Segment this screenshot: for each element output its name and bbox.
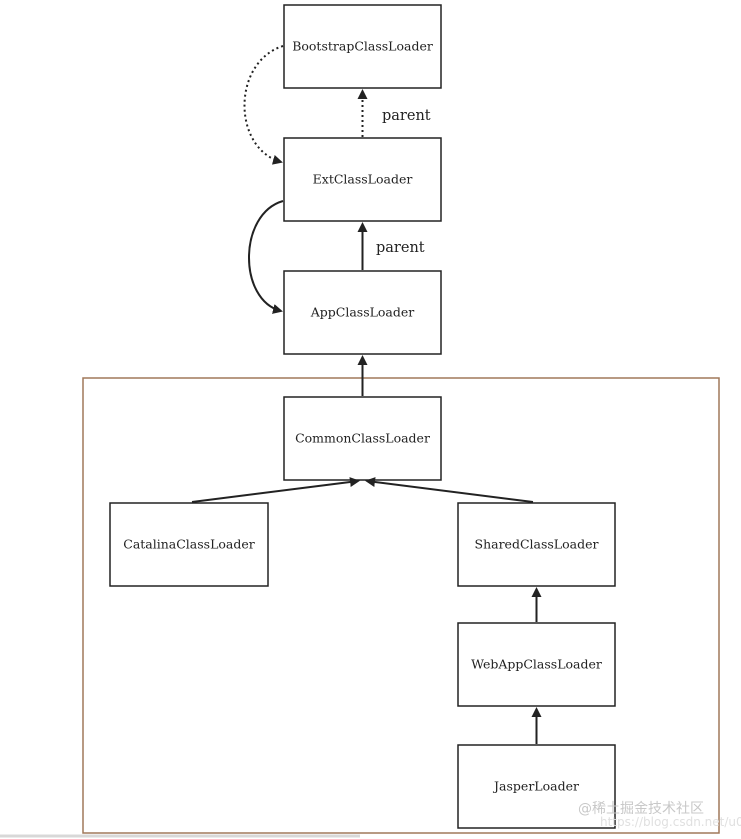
- node-bootstrap[interactable]: BootstrapClassLoader: [283, 4, 442, 89]
- node-catalina[interactable]: CatalinaClassLoader: [109, 502, 269, 587]
- node-app-label: AppClassLoader: [310, 305, 415, 320]
- edge-bootstrap-curve: [243, 45, 284, 165]
- node-webapp-label: WebAppClassLoader: [471, 657, 602, 672]
- edge-ext-to-bootstrap-label: parent: [382, 108, 431, 124]
- watermark-underlay: https://blog.csdn.net/u010036: [600, 815, 741, 829]
- node-jasper[interactable]: JasperLoader: [457, 744, 616, 829]
- tomcat-container-frame: [82, 377, 720, 834]
- node-shared[interactable]: SharedClassLoader: [457, 502, 616, 587]
- node-app[interactable]: AppClassLoader: [283, 270, 442, 355]
- edge-app-to-ext-label: parent: [376, 240, 425, 256]
- node-common-label: CommonClassLoader: [295, 431, 430, 446]
- edge-catalina-to-common: [191, 477, 360, 503]
- node-common[interactable]: CommonClassLoader: [283, 396, 442, 481]
- node-shared-label: SharedClassLoader: [475, 537, 599, 552]
- node-jasper-label: JasperLoader: [492, 779, 579, 794]
- edge-shared-to-common: [365, 477, 534, 503]
- watermark-text: @稀土掘金技术社区: [578, 801, 704, 817]
- node-webapp[interactable]: WebAppClassLoader: [457, 622, 616, 707]
- node-catalina-label: CatalinaClassLoader: [123, 537, 255, 552]
- node-bootstrap-label: BootstrapClassLoader: [292, 39, 433, 54]
- node-ext-label: ExtClassLoader: [313, 172, 413, 187]
- node-ext[interactable]: ExtClassLoader: [283, 137, 442, 222]
- edge-ext-app-curve: [248, 200, 284, 314]
